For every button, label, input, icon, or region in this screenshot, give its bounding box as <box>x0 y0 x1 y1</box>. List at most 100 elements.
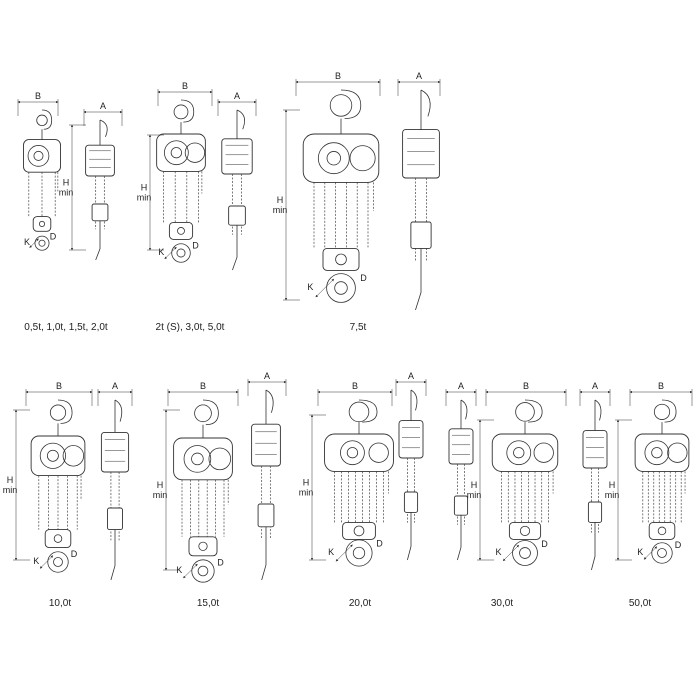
side-top-hook <box>236 109 245 130</box>
top-hook-eye <box>348 401 370 423</box>
gear-wheel <box>183 445 212 473</box>
capacity-caption: 7,5t <box>350 322 367 333</box>
height-min-label: min <box>467 490 482 500</box>
dimension-label: A <box>234 91 240 101</box>
bottom-hook-throat <box>334 281 348 295</box>
hoist-body <box>302 133 380 183</box>
side-bottom-hook <box>261 526 267 581</box>
side-lower-block <box>257 503 275 528</box>
hand-wheel <box>62 445 85 467</box>
lower-block <box>44 529 72 549</box>
bottom-hook-throat <box>197 565 209 577</box>
side-top-hook <box>420 89 431 117</box>
dimension-label: A <box>112 381 118 391</box>
side-body <box>448 428 474 465</box>
hand-wheel <box>349 145 376 172</box>
side-bottom-hook <box>457 515 462 561</box>
hook-k-dimension <box>183 563 198 579</box>
hoist-body <box>324 433 394 472</box>
side-lower-block <box>453 495 469 516</box>
lower-block <box>168 221 194 240</box>
bottom-hook <box>326 273 356 303</box>
block-pin <box>38 220 46 228</box>
capacity-caption: 10,0t <box>49 598 71 609</box>
dimension-label: B <box>56 381 62 391</box>
capacity-caption: 15,0t <box>197 598 219 609</box>
hand-wheel <box>368 442 389 463</box>
dimension-label: B <box>658 381 664 391</box>
side-lower-block <box>107 507 123 531</box>
capacity-caption: 20,0t <box>349 598 371 609</box>
top-hook-eye <box>329 94 353 117</box>
dimension-label: B <box>335 71 341 81</box>
gear-wheel <box>27 145 50 167</box>
hook-d-label: D <box>217 557 224 567</box>
top-hook-eye <box>515 402 535 422</box>
dimension-label: A <box>100 101 106 111</box>
height-label: H <box>63 178 70 188</box>
hook-d-label: D <box>376 538 383 548</box>
side-top-hook <box>460 399 468 420</box>
side-lower-block <box>587 501 603 523</box>
block-pin <box>519 525 531 536</box>
side-top-hook <box>594 399 602 421</box>
gear-hub <box>513 447 525 459</box>
side-top-hook <box>265 389 274 413</box>
hook-k-dimension <box>39 555 54 569</box>
side-top-hook <box>410 389 418 411</box>
dimension-label: A <box>408 371 414 381</box>
bottom-hook-throat <box>38 239 46 247</box>
bottom-hook <box>345 539 373 567</box>
side-body <box>221 138 253 175</box>
height-label: H <box>141 183 148 193</box>
bottom-hook-throat <box>53 557 63 567</box>
side-body <box>402 129 440 179</box>
gear-hub <box>346 447 359 459</box>
gear-hub <box>326 151 341 166</box>
side-top-hook <box>99 119 108 137</box>
block-pin <box>198 541 208 551</box>
height-label: H <box>7 475 14 485</box>
side-bottom-hook <box>110 529 116 581</box>
gear-wheel <box>644 440 670 466</box>
side-body <box>582 430 608 469</box>
hook-k-label: K <box>495 547 501 557</box>
top-hook <box>202 399 219 426</box>
hook-d-label: D <box>192 240 199 250</box>
gear-hub <box>191 452 204 466</box>
hoist-body <box>156 133 206 172</box>
block-pin <box>335 253 347 266</box>
top-hook <box>524 399 543 423</box>
lower-block <box>508 521 542 540</box>
hook-k-dimension <box>643 546 658 560</box>
dimension-label: B <box>200 381 206 391</box>
side-lower-block <box>403 491 419 513</box>
dimension-label: A <box>264 371 270 381</box>
gear-hub <box>170 147 182 159</box>
top-hook <box>358 399 378 423</box>
height-min-label: min <box>299 488 314 498</box>
side-bottom-hook <box>232 225 238 271</box>
height-label: H <box>157 480 164 490</box>
hook-d-label: D <box>71 549 78 559</box>
lower-block <box>322 247 360 271</box>
hook-k-label: K <box>328 547 334 557</box>
height-min-label: min <box>273 205 288 215</box>
hook-k-dimension <box>502 544 520 562</box>
height-label: H <box>471 480 478 490</box>
side-lower-block <box>91 203 109 222</box>
bottom-hook <box>191 559 215 583</box>
hook-k-dimension <box>164 246 177 260</box>
capacity-caption: 2t (S), 3,0t, 5,0t <box>156 322 225 333</box>
height-label: H <box>277 195 284 205</box>
height-label: H <box>303 478 310 488</box>
top-hook-eye <box>49 404 67 421</box>
top-hook <box>41 109 53 130</box>
bottom-hook-throat <box>352 546 366 560</box>
hook-d-label: D <box>50 232 57 242</box>
bottom-hook-throat <box>657 548 667 558</box>
dimension-label: B <box>523 381 529 391</box>
